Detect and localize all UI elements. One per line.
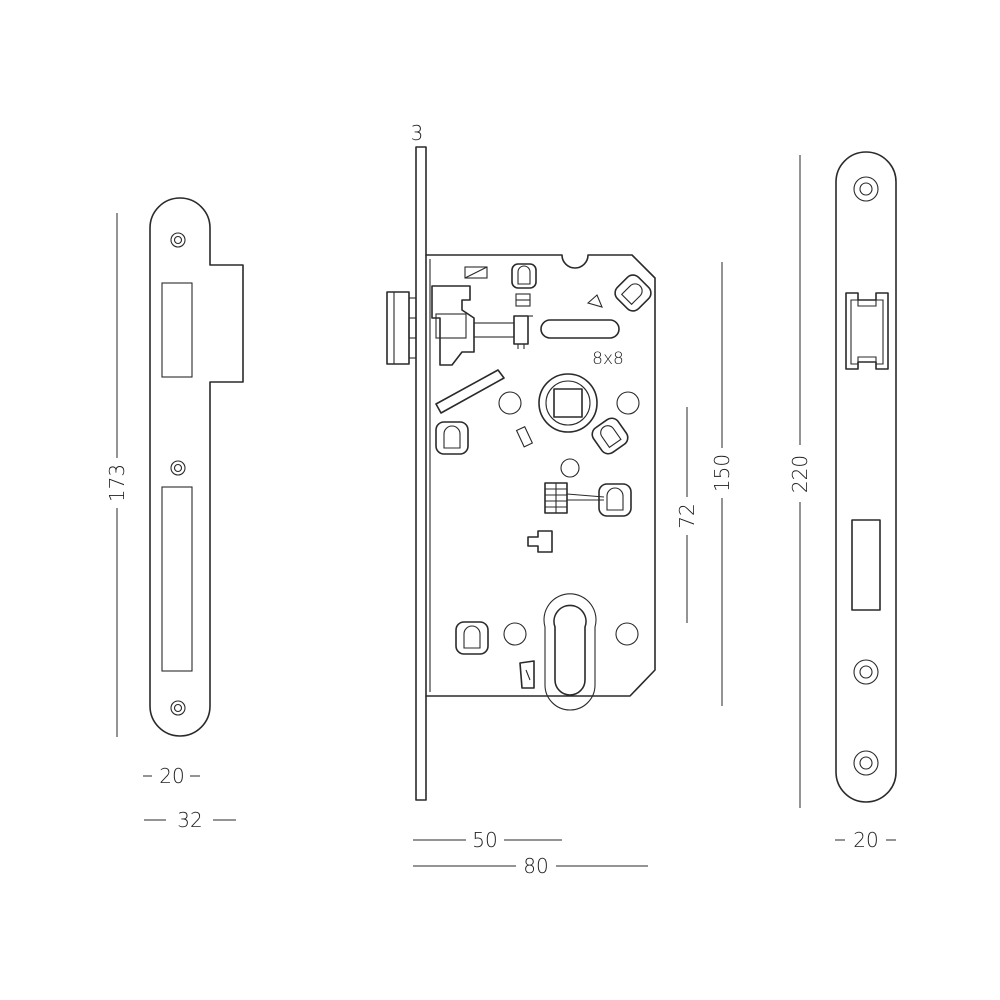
strike-plate-outline [149,197,244,737]
dim-backset: 50 [413,828,562,852]
mount-lug-top-right [614,274,652,312]
mount-lug-top-small [511,263,537,289]
dim-strike-outer-width: 32 [144,808,236,832]
strike-height-label: 173 [105,464,129,502]
center-distance-label: 72 [675,503,699,528]
strike-screw-hole-middle [170,460,186,476]
backset-label: 50 [472,828,497,852]
faceplate-screw-middle [853,659,879,685]
cylinder-cutout [553,604,587,696]
strike-screw-hole-top [170,232,186,248]
lock-case-outline [425,254,656,697]
strike-plate [149,197,244,737]
case-hole-bottom-right [615,622,639,646]
strike-inner-width-label: 20 [159,764,184,788]
strike-outer-width-label: 32 [177,808,202,832]
strike-bolt-opening [161,486,193,672]
triangle-marker [586,294,603,308]
faceplate-screw-top [853,176,879,202]
bottom-notch [519,660,535,689]
strike-latch-opening [161,282,193,378]
dead-bolt-block [544,482,605,514]
small-t-piece [527,530,553,553]
dim-case-depth: 80 [413,854,648,878]
faceplate-bolt-window [851,519,881,611]
case-hole-middle [560,458,580,478]
spring-strip [435,369,505,414]
faceplate-screw-bottom [853,750,879,776]
guide-slot [540,319,620,339]
dim-strike-inner-width: 20 [143,764,200,788]
strike-screw-hole-bottom [170,700,186,716]
case-height-label: 150 [710,454,734,492]
latch-bolt [386,291,417,365]
faceplate-height-label: 220 [788,455,812,493]
faceplate-thickness-label: 3 [411,121,424,145]
latch-mechanism [431,285,533,366]
mount-lug-left [435,421,469,455]
dim-strike-height: 173 [105,213,129,737]
dim-faceplate-height: 220 [788,155,812,808]
top-tab [464,266,488,279]
dim-case-height: 150 [710,262,734,706]
mount-lug-center-right [591,417,629,455]
faceplate-front-outline [835,151,897,803]
case-hole-right [616,391,640,415]
faceplate-width-label: 20 [853,828,878,852]
spindle-follower [538,373,598,433]
spindle-size-label: 8x8 [592,349,624,369]
case-hole-left [498,391,522,415]
faceplate-front [835,151,897,803]
dim-center-distance: 72 [675,407,699,623]
dim-faceplate-width: 20 [835,828,896,852]
lock-body: 8x8 [386,146,656,801]
case-hole-bottom-left [503,622,527,646]
mount-lug-bottom-left [455,621,489,655]
case-depth-label: 80 [523,854,548,878]
lock-faceplate [415,146,427,801]
small-pin [515,425,534,448]
faceplate-latch-window [845,292,889,370]
